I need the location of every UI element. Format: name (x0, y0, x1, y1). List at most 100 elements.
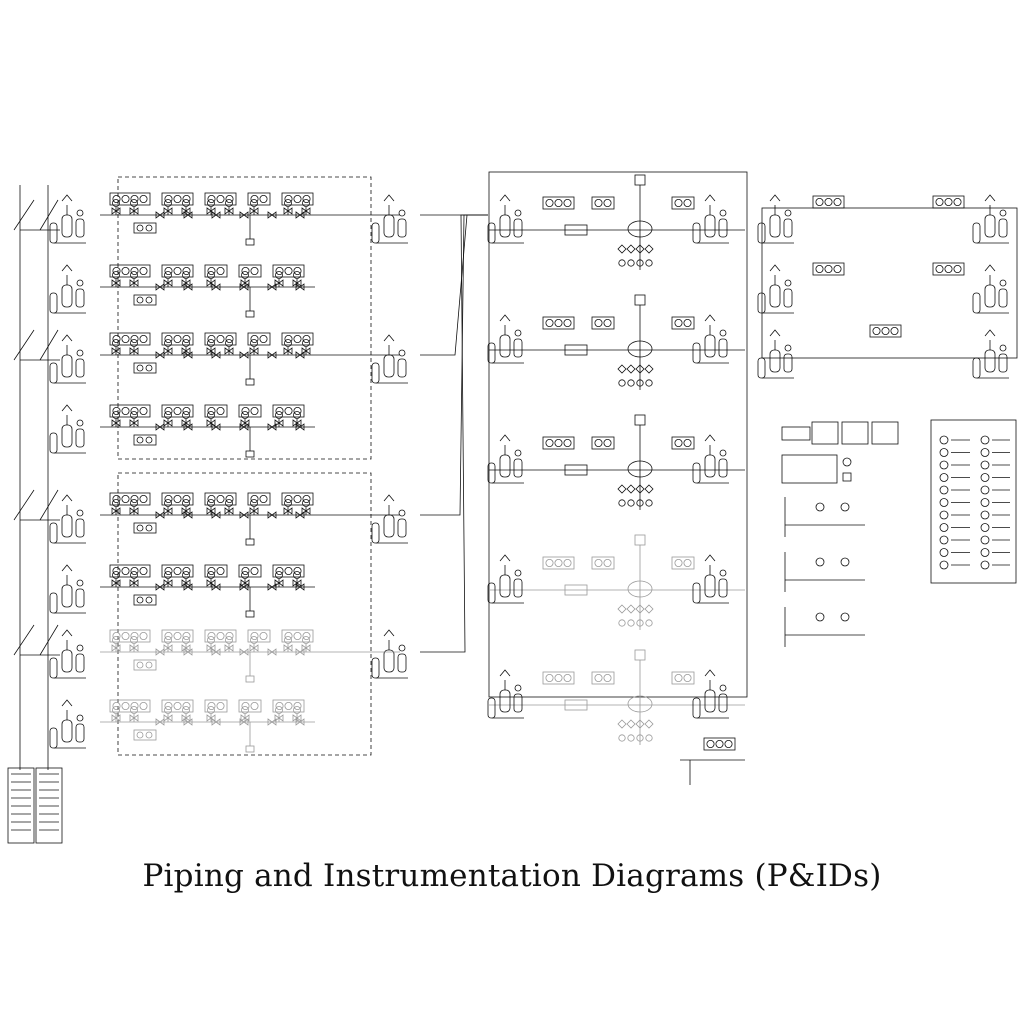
instrument-bubble (284, 702, 293, 711)
instrument-bubble (999, 209, 1007, 217)
instrument-bubble (719, 684, 727, 692)
valve-symbol (183, 718, 193, 726)
instrument-bubble (627, 734, 635, 742)
vessel-symbol (49, 292, 58, 314)
instrument-bubble (136, 296, 144, 304)
vessel-symbol (75, 218, 85, 238)
valve-symbol (295, 351, 305, 359)
vessel-symbol (513, 458, 523, 478)
vent-symbol (984, 194, 996, 202)
instrument-bubble (136, 524, 144, 532)
equipment-cluster (487, 194, 524, 244)
instrument-bubble (293, 271, 301, 279)
instrument-bubble (554, 438, 563, 447)
compressor-station (487, 414, 745, 510)
instrument-panel (238, 699, 262, 713)
vessel-symbol (371, 362, 380, 384)
instrument-bubble (674, 198, 683, 207)
instrument-bubble (250, 567, 259, 576)
instrument-bubble (121, 494, 130, 503)
vessel-symbol (397, 358, 407, 378)
vessel-symbol (61, 214, 73, 238)
instrument-bubble (594, 438, 603, 447)
instrument-panel (161, 264, 194, 278)
vessel-symbol (704, 689, 716, 713)
legend-boxes (781, 421, 899, 484)
valve-symbol (129, 507, 139, 515)
instrument-bubble (398, 349, 406, 357)
instrument-panel (272, 699, 305, 713)
vent-symbol (61, 194, 73, 202)
valve-symbol (295, 511, 305, 519)
instrument-bubble (130, 194, 139, 203)
vessel-symbol (61, 584, 73, 608)
vessel-symbol (998, 353, 1008, 373)
instrument-bubble (207, 632, 216, 641)
legend-symbol (980, 473, 990, 482)
vessel-symbol (371, 657, 380, 679)
vent-symbol (704, 194, 716, 202)
instrument-panel (238, 264, 262, 278)
valve-symbol (283, 347, 293, 355)
instrument-bubble (164, 194, 173, 203)
instrument-bubble (130, 706, 138, 714)
valve-symbol (155, 583, 165, 591)
controller-box (564, 344, 588, 356)
instrument-panel (161, 629, 194, 643)
instrument-bubble (216, 406, 225, 415)
instrument-bubble (293, 411, 301, 419)
instrument-bubble (164, 567, 173, 576)
instrument-bubble (944, 264, 953, 273)
instrument-bubble (182, 199, 190, 207)
valve-symbol (239, 423, 249, 431)
instrument-bubble (840, 502, 850, 512)
vessel-symbol (499, 574, 511, 598)
controller-box (133, 522, 157, 534)
process-train (100, 492, 400, 546)
instrument-panel (812, 262, 845, 276)
vessel-symbol (75, 358, 85, 378)
instrument-bubble (636, 379, 644, 387)
valve-symbol (181, 347, 191, 355)
vessel-symbol (718, 578, 728, 598)
legend-box (841, 421, 869, 445)
instrument-bubble (225, 199, 233, 207)
equipment-cluster (49, 264, 86, 314)
diamond-instrument (635, 719, 645, 729)
instrument-bubble (207, 567, 216, 576)
instrument-bubble (618, 619, 626, 627)
equipment-cluster (487, 669, 524, 719)
instrument-bubble (182, 636, 190, 644)
vessel-symbol (49, 657, 58, 679)
instrument-bubble (216, 266, 225, 275)
process-train (100, 404, 315, 458)
instrument-bubble (139, 702, 148, 711)
instrument-bubble (719, 329, 727, 337)
instrument-bubble (293, 406, 302, 415)
valve-symbol (181, 644, 191, 652)
instrument-bubble (182, 406, 191, 415)
instrument-bubble (216, 702, 225, 711)
instrument-bubble (545, 559, 554, 568)
instrument-bubble (250, 194, 259, 203)
vessel-symbol (499, 334, 511, 358)
instrument-bubble (514, 329, 522, 337)
legend-symbol (842, 472, 852, 482)
valve-symbol (129, 279, 139, 287)
valve-symbol (129, 714, 139, 722)
equipment-cluster (371, 494, 408, 544)
instrument-bubble (112, 406, 121, 415)
instrument-bubble (250, 636, 258, 644)
instrument-bubble (207, 266, 216, 275)
vessel-symbol (783, 353, 793, 373)
controller-box (564, 464, 588, 476)
valve-symbol (129, 579, 139, 587)
instrument-bubble (207, 334, 216, 343)
instrument-bubble (207, 194, 216, 203)
compressor-station (487, 294, 745, 390)
instrument-box (634, 649, 646, 661)
instrument-bubble (182, 632, 191, 641)
valve-symbol (224, 507, 234, 515)
instrument-box (245, 450, 255, 458)
vent-symbol (499, 554, 511, 562)
